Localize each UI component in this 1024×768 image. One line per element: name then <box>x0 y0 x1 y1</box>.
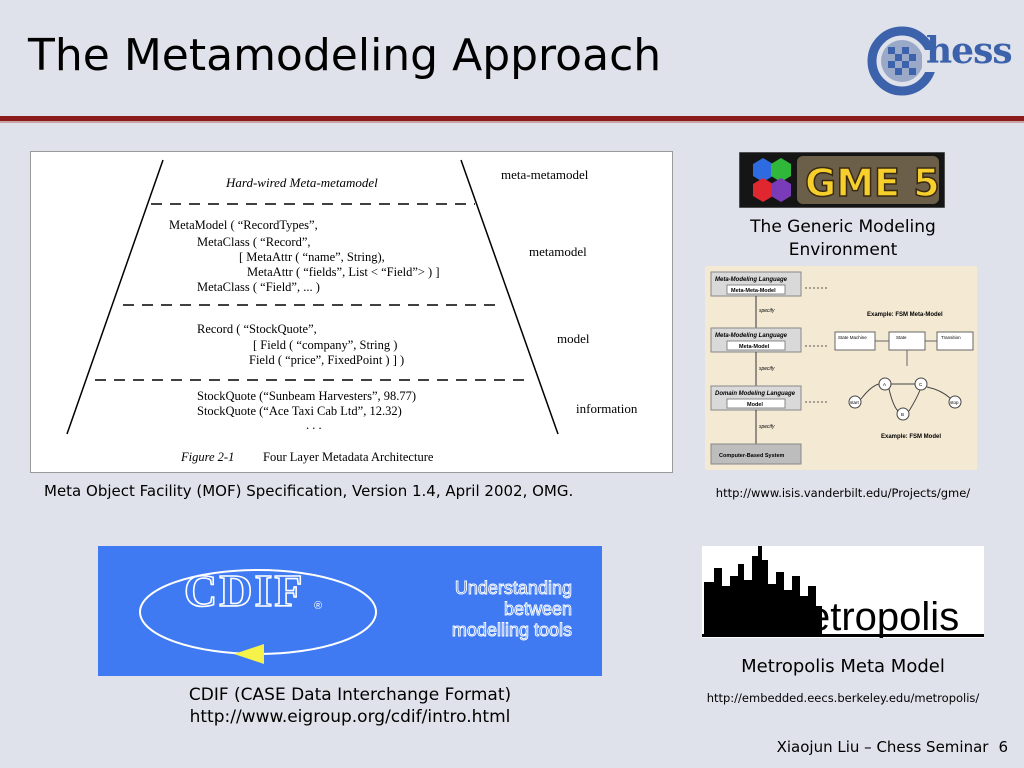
specify-label: specify <box>759 424 775 430</box>
specify-label: specify <box>759 366 775 372</box>
footer-author: Xiaojun Liu – Chess Seminar <box>776 738 989 756</box>
cdif-caption-url[interactable]: http://www.eigroup.org/cdif/intro.html <box>189 707 511 727</box>
gme-label-line2: Environment <box>788 240 898 260</box>
metropolis-logo-text: etropolis <box>808 595 959 638</box>
gme-box-2: Meta-Modeling Language Meta-Model <box>710 327 802 353</box>
chess-logo-text: hess <box>926 30 1013 72</box>
model-line: Record ( “StockQuote”, <box>197 322 317 336</box>
information-ellipsis: . . . <box>306 418 322 432</box>
model-line: Field ( “price”, FixedPoint ) ] ) <box>249 353 404 367</box>
fsm-state: start <box>850 400 860 405</box>
gme-box-1: Meta-Modeling Language Meta-Meta-Model <box>710 271 802 297</box>
cdif-caption-title: CDIF (CASE Data Interchange Format) <box>188 685 512 705</box>
slide-footer: Xiaojun Liu – Chess Seminar 6 <box>777 738 1008 756</box>
figure-title: Four Layer Metadata Architecture <box>263 450 434 464</box>
gme-logo-text: GME 5 <box>805 161 940 205</box>
gme-logo: GME 5 <box>738 151 946 209</box>
mof-architecture-diagram: Hard-wired Meta-metamodel meta-metamodel… <box>66 159 638 464</box>
pyramid-left-edge <box>66 159 164 435</box>
pyramid-right-edge <box>460 159 559 435</box>
cdif-logo-text: CDIF <box>184 565 304 616</box>
gme-box-3: Domain Modeling Language Model <box>710 385 802 411</box>
metamodel-line: MetaClass ( “Record”, <box>197 235 311 249</box>
cdif-banner: CDIF ® Understanding between modelling t… <box>98 546 602 676</box>
metropolis-label: Metropolis Meta Model <box>741 656 945 677</box>
gme-box-inner: Model <box>747 402 763 408</box>
chess-logo <box>866 26 1016 96</box>
figure-number: Figure 2-1 <box>180 450 234 464</box>
layer-label-metamodel: metamodel <box>529 244 587 259</box>
metropolis-skyline-icon: etropolis <box>702 546 984 639</box>
layer-label-model: model <box>557 331 590 346</box>
gme-box-inner: Meta-Model <box>739 344 770 350</box>
gme-box-inner: Meta-Meta-Model <box>731 288 776 294</box>
cdif-tagline-line: modelling tools <box>452 620 572 640</box>
cdif-logo: CDIF ® Understanding between modelling t… <box>139 564 572 664</box>
gme-metamodel-svg: Meta-Modeling Language Meta-Meta-Model s… <box>710 271 974 465</box>
metamodel-line: MetaAttr ( “fields”, List < “Field”> ) ] <box>247 265 440 279</box>
metamodel-line: MetaModel ( “RecordTypes”, <box>169 218 318 232</box>
specify-label: specify <box>759 308 775 314</box>
gme-url[interactable]: http://www.isis.vanderbilt.edu/Projects/… <box>715 486 971 500</box>
metropolis-url[interactable]: http://embedded.eecs.berkeley.edu/metrop… <box>706 691 980 705</box>
fsm-meta-class: State Machine <box>838 335 867 340</box>
fsm-state: C <box>919 382 923 387</box>
fsm-state: stop <box>950 400 959 405</box>
metamodel-line: [ MetaAttr ( “name”, String), <box>239 250 385 264</box>
cdif-tagline-line: Understanding <box>455 578 572 598</box>
fsm-meta-class: Transition <box>941 335 961 340</box>
arrow-icon <box>234 644 264 664</box>
fsm-meta-title: Example: FSM Meta-Model <box>867 312 943 318</box>
fsm-meta-class: State <box>896 335 907 340</box>
page-number: 6 <box>998 738 1008 756</box>
cdif-tagline-line: between <box>504 599 572 619</box>
metamodel-line: MetaClass ( “Field”, ... ) <box>197 280 320 294</box>
gme-label: The Generic Modeling Environment <box>722 216 964 262</box>
mof-figure: Hard-wired Meta-metamodel meta-metamodel… <box>30 151 673 473</box>
information-line: StockQuote (“Ace Taxi Cab Ltd”, 12.32) <box>197 404 402 418</box>
hardwired-label: Hard-wired Meta-metamodel <box>225 175 378 190</box>
fsm-state: B <box>901 412 904 417</box>
mof-caption: Meta Object Facility (MOF) Specification… <box>44 482 574 500</box>
cdif-caption: CDIF (CASE Data Interchange Format) http… <box>100 684 600 728</box>
information-line: StockQuote (“Sunbeam Harvesters”, 98.77) <box>197 389 416 403</box>
title-divider <box>0 116 1024 121</box>
gme-box-header: Domain Modeling Language <box>715 391 796 397</box>
gme-bottom-box: Computer-Based System <box>719 453 785 459</box>
title-divider-shadow <box>0 121 1024 123</box>
slide-title: The Metamodeling Approach <box>28 30 662 81</box>
fsm-state: A <box>883 382 886 387</box>
registered-mark: ® <box>314 600 322 612</box>
model-line: [ Field ( “company”, String ) <box>253 338 397 352</box>
gme-box-header: Meta-Modeling Language <box>715 333 788 339</box>
gme-logo-icon: GME 5 <box>738 151 946 209</box>
gme-metamodel-diagram: Meta-Modeling Language Meta-Meta-Model s… <box>705 266 977 470</box>
layer-label-meta-metamodel: meta-metamodel <box>501 167 589 182</box>
chess-logo-icon <box>867 26 938 96</box>
gme-box-header: Meta-Modeling Language <box>715 277 788 283</box>
gme-label-line1: The Generic Modeling <box>750 217 936 237</box>
layer-label-information: information <box>576 401 638 416</box>
metropolis-logo: etropolis <box>702 546 984 639</box>
fsm-title: Example: FSM Model <box>881 434 941 440</box>
